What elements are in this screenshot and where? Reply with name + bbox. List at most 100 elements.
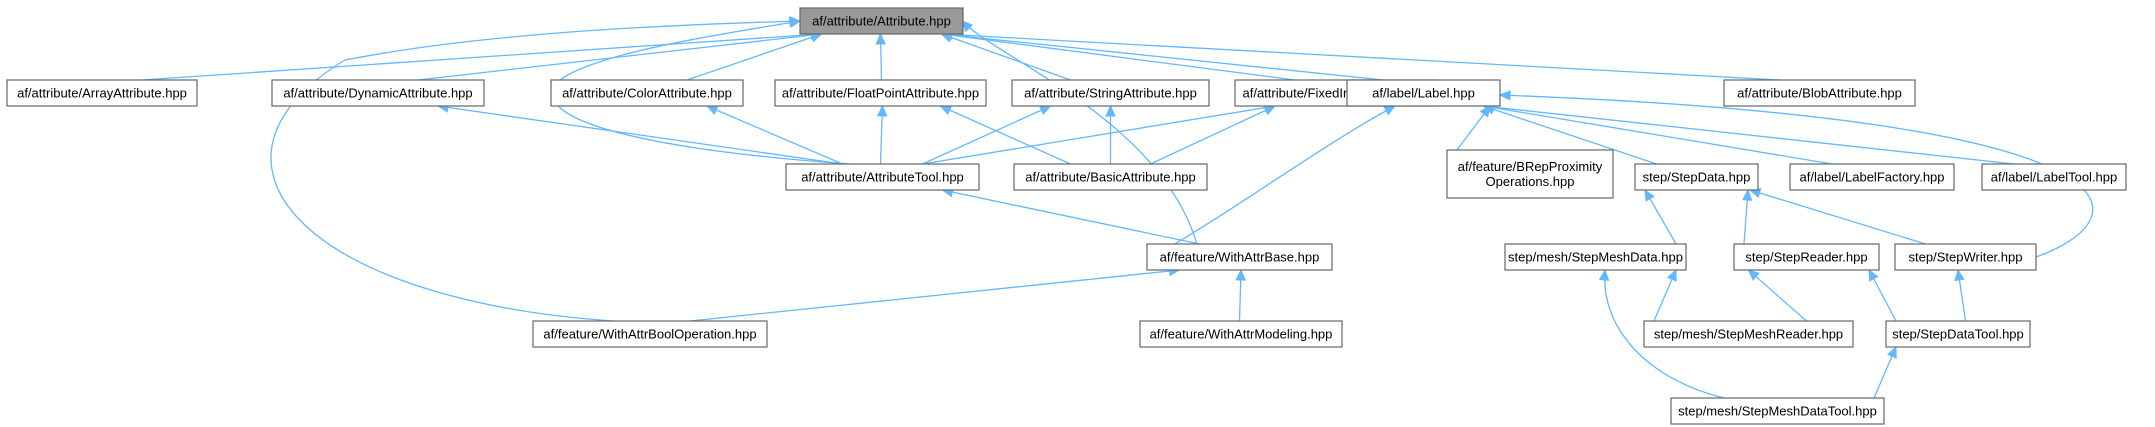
node-label: af/attribute/BlobAttribute.hpp bbox=[1737, 86, 1902, 101]
node-withattrbase[interactable]: af/feature/WithAttrBase.hpp bbox=[1146, 243, 1333, 271]
arrow-head-icon bbox=[1105, 104, 1116, 117]
arrow-head-icon bbox=[1235, 268, 1246, 281]
node-box bbox=[774, 79, 987, 107]
edge-withattrbool-to-withattrbase bbox=[689, 265, 1181, 322]
edge-line bbox=[1151, 105, 1396, 258]
node-box bbox=[1446, 149, 1614, 199]
edge-attrtool-to-string bbox=[922, 105, 1052, 165]
node-label: step/StepDataTool.hpp bbox=[1892, 327, 2024, 342]
arrow-head-icon bbox=[1666, 268, 1677, 282]
edge-line bbox=[686, 33, 822, 81]
node-label: af/attribute/ArrayAttribute.hpp bbox=[17, 86, 187, 101]
node-label: step/StepWriter.hpp bbox=[1909, 250, 2023, 265]
node-label: step/mesh/StepMeshReader.hpp bbox=[1654, 327, 1843, 342]
node-stepreader[interactable]: step/StepReader.hpp bbox=[1733, 243, 1880, 271]
edge-line bbox=[1749, 189, 1926, 245]
arrow-head-icon bbox=[705, 105, 719, 115]
arrow-head-icon bbox=[1886, 345, 1897, 359]
edge-attrtool-to-color bbox=[705, 105, 843, 165]
edge-withattrbase-to-attrtool bbox=[941, 186, 1200, 245]
node-label: af/attribute/ColorAttribute.hpp bbox=[562, 86, 732, 101]
arrow-head-icon bbox=[1498, 90, 1511, 101]
edge-stepmeshdata-to-stepdata bbox=[1644, 188, 1677, 245]
arrow-head-icon bbox=[1644, 188, 1655, 202]
edge-line bbox=[1483, 105, 1657, 165]
node-stepdatatool[interactable]: step/StepDataTool.hpp bbox=[1885, 320, 2031, 348]
edge-basic-to-fixedint bbox=[1150, 105, 1277, 165]
node-box bbox=[785, 163, 980, 191]
edge-basic-to-string bbox=[1105, 104, 1116, 164]
node-label: step/StepReader.hpp bbox=[1745, 250, 1867, 265]
node-label: af/label/Label.hpp bbox=[1372, 86, 1475, 101]
node-withattrbool[interactable]: af/feature/WithAttrBoolOperation.hpp bbox=[532, 320, 768, 348]
edge-line bbox=[706, 105, 843, 165]
node-array[interactable]: af/attribute/ArrayAttribute.hpp bbox=[6, 79, 198, 107]
node-label: step/mesh/StepMeshData.hpp bbox=[1508, 250, 1683, 265]
node-stepmeshdata[interactable]: step/mesh/StepMeshData.hpp bbox=[1504, 243, 1687, 271]
node-label: af/label/LabelTool.hpp bbox=[1991, 170, 2118, 185]
arrow-head-icon bbox=[789, 16, 802, 27]
arrow-head-icon bbox=[1038, 105, 1052, 116]
node-attribute[interactable]: af/attribute/Attribute.hpp bbox=[799, 7, 964, 35]
node-label: af/attribute/StringAttribute.hpp bbox=[1024, 86, 1197, 101]
edge-line bbox=[1483, 105, 1833, 165]
node-label: step/StepData.hpp bbox=[1643, 170, 1751, 185]
edge-stepdatatool-to-stepreader bbox=[1868, 268, 1897, 322]
edge-line bbox=[941, 33, 1780, 81]
edge-line bbox=[1604, 269, 1725, 399]
node-stepwriter[interactable]: step/StepWriter.hpp bbox=[1894, 243, 2037, 271]
edge-line bbox=[942, 189, 1200, 245]
edge-withattrbool-to-attribute bbox=[270, 16, 802, 322]
node-box bbox=[1013, 163, 1208, 191]
node-stepmeshdatatool[interactable]: step/mesh/StepMeshDataTool.hpp bbox=[1670, 397, 1885, 425]
edge-line bbox=[922, 105, 1051, 165]
edge-stepmeshdatatool-to-stepdatatool bbox=[1873, 345, 1897, 399]
node-box bbox=[6, 79, 198, 107]
node-stepdata[interactable]: step/StepData.hpp bbox=[1634, 163, 1759, 191]
edge-line bbox=[141, 33, 822, 81]
edge-line bbox=[1483, 105, 2015, 165]
edge-blob-to-attribute bbox=[940, 29, 1780, 81]
node-label: step/mesh/StepMeshDataTool.hpp bbox=[1678, 404, 1877, 419]
node-withattrmodeling[interactable]: af/feature/WithAttrModeling.hpp bbox=[1139, 320, 1343, 348]
arrow-head-icon bbox=[1868, 268, 1879, 282]
node-labeltool[interactable]: af/label/LabelTool.hpp bbox=[1981, 163, 2127, 191]
arrow-head-icon bbox=[876, 104, 888, 117]
nodes-layer: af/attribute/Attribute.hpp af/attribute/A… bbox=[6, 7, 2127, 425]
node-box bbox=[1011, 79, 1210, 107]
edge-line bbox=[1150, 105, 1276, 165]
node-dynamic[interactable]: af/attribute/DynamicAttribute.hpp bbox=[271, 79, 485, 107]
arrow-head-icon bbox=[1741, 188, 1753, 201]
node-float[interactable]: af/attribute/FloatPointAttribute.hpp bbox=[774, 79, 987, 107]
node-string[interactable]: af/attribute/StringAttribute.hpp bbox=[1011, 79, 1210, 107]
edge-attrtool-to-fixedint bbox=[922, 102, 1277, 165]
node-label: af/feature/WithAttrBase.hpp bbox=[1160, 250, 1320, 265]
node-box bbox=[1885, 320, 2031, 348]
node-label: af/attribute/AttributeTool.hpp bbox=[801, 170, 964, 185]
node-box bbox=[1789, 163, 1955, 191]
node-basic[interactable]: af/attribute/BasicAttribute.hpp bbox=[1013, 163, 1208, 191]
arrow-head-icon bbox=[961, 20, 974, 33]
node-attrtool[interactable]: af/attribute/AttributeTool.hpp bbox=[785, 163, 980, 191]
node-box bbox=[532, 320, 768, 348]
node-label: af/feature/WithAttrModeling.hpp bbox=[1150, 327, 1333, 342]
node-color[interactable]: af/attribute/ColorAttribute.hpp bbox=[550, 79, 744, 107]
arrow-head-icon bbox=[1747, 269, 1760, 281]
node-label[interactable]: af/label/Label.hpp bbox=[1346, 79, 1501, 107]
edge-line bbox=[1748, 269, 1807, 322]
node-box bbox=[799, 7, 964, 35]
arrow-head-icon bbox=[1598, 268, 1610, 281]
edge-float-to-attribute bbox=[875, 32, 887, 81]
edge-basic-to-float bbox=[939, 105, 1071, 165]
node-stepmeshreader[interactable]: step/mesh/StepMeshReader.hpp bbox=[1643, 320, 1854, 348]
node-label: af/label/LabelFactory.hpp bbox=[1799, 170, 1944, 185]
edge-line bbox=[941, 33, 1296, 81]
node-box bbox=[1139, 320, 1343, 348]
arrow-head-icon bbox=[1954, 268, 1965, 282]
edge-line bbox=[689, 269, 1180, 322]
node-label: af/attribute/BasicAttribute.hpp bbox=[1025, 170, 1196, 185]
node-labelfactory[interactable]: af/label/LabelFactory.hpp bbox=[1789, 163, 1955, 191]
node-box bbox=[271, 79, 485, 107]
node-blob[interactable]: af/attribute/BlobAttribute.hpp bbox=[1723, 79, 1916, 107]
